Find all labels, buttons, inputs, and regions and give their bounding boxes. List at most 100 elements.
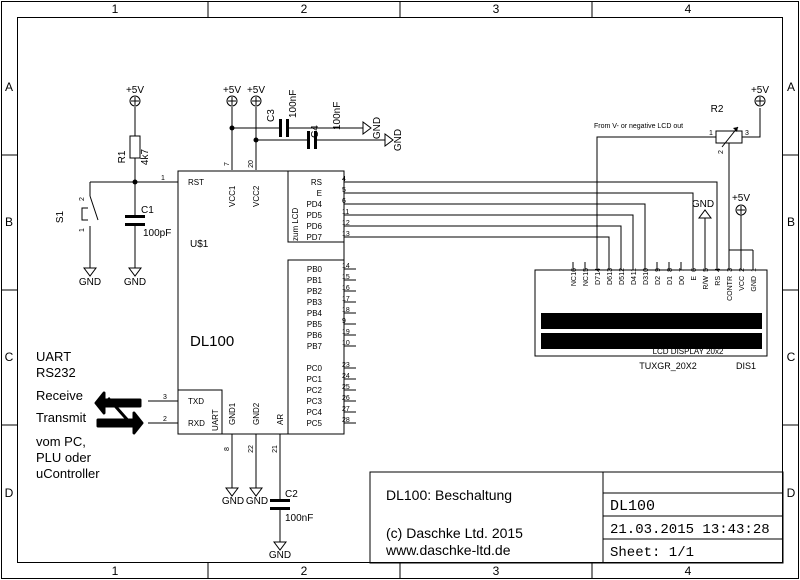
lcd-pin-number: 7 bbox=[679, 268, 686, 272]
frame-row-c-left: C bbox=[5, 350, 14, 364]
r1-value: 4k7 bbox=[140, 149, 151, 166]
ic-pin-number: 24 bbox=[342, 373, 350, 380]
ic-dl100: U$1 DL100 zum LCD UART RST1TXD3RXD2VCC17… bbox=[161, 160, 350, 453]
c4-name: C4 bbox=[310, 125, 321, 138]
potentiometer-r2: R2 From V- or negative LCD out 1 3 2 bbox=[594, 104, 749, 155]
wires bbox=[89, 107, 761, 542]
resistor-r1: R1 4k7 bbox=[117, 135, 151, 166]
ic-pin-number: 8 bbox=[224, 447, 231, 451]
ic-pin-label: PC4 bbox=[306, 408, 322, 417]
capacitor-c1: C1 100pF bbox=[125, 205, 171, 239]
ic-pin-label: PB0 bbox=[307, 265, 323, 274]
ic-pin-number: 2 bbox=[163, 416, 167, 423]
transmit-label: Transmit bbox=[36, 410, 86, 425]
ic-name: DL100 bbox=[190, 333, 234, 350]
lcd-pin-number: 1 bbox=[751, 268, 758, 272]
lcd-pin-label: D4 bbox=[631, 276, 638, 285]
lcd-ref: DIS1 bbox=[736, 361, 756, 371]
gnd-symbol-rw: GND bbox=[692, 199, 714, 219]
r2-pin3: 3 bbox=[745, 130, 749, 137]
transmit-arrow-icon bbox=[96, 411, 144, 435]
title-block-title: DL100: Beschaltung bbox=[386, 487, 512, 503]
ic-pin-number: 9 bbox=[342, 318, 346, 325]
ic-pin-label: RXD bbox=[188, 419, 205, 428]
r2-note: From V- or negative LCD out bbox=[594, 123, 683, 130]
title-block-datetime: 21.03.2015 13:43:28 bbox=[610, 522, 770, 538]
gnd-symbol-c3: GND bbox=[362, 117, 383, 139]
source-line-2: PLU oder bbox=[36, 450, 92, 465]
c3-name: C3 bbox=[266, 109, 277, 122]
ic-uart-group-label: UART bbox=[211, 409, 220, 431]
ic-pin-label: PB3 bbox=[307, 298, 323, 307]
c3-value: 100nF bbox=[288, 90, 299, 118]
ic-pin-label: E bbox=[317, 189, 322, 198]
ic-pin-number: 20 bbox=[248, 160, 255, 168]
ic-pin-number: 19 bbox=[342, 329, 350, 336]
ic-pin-label: PC1 bbox=[306, 375, 322, 384]
ic-pin-number: 27 bbox=[342, 406, 350, 413]
ic-pin-number: 15 bbox=[342, 274, 350, 281]
frame-row-c-right: C bbox=[787, 350, 796, 364]
title-block-url: www.daschke-ltd.de bbox=[385, 542, 511, 558]
vplus-label: +5V bbox=[223, 85, 241, 96]
ic-pin-label: PD5 bbox=[306, 211, 322, 220]
vplus-symbol-vcc1: +5V bbox=[223, 85, 241, 107]
ic-pin-number: 14 bbox=[342, 263, 350, 270]
lcd-pin-label: D2 bbox=[655, 276, 662, 285]
ic-pin-number: 17 bbox=[342, 296, 350, 303]
lcd-pin-label: CONTR bbox=[727, 276, 734, 301]
frame-col-1-bottom: 1 bbox=[112, 564, 119, 578]
frame-col-2-bottom: 2 bbox=[301, 564, 308, 578]
lcd-pin-label: D3 bbox=[643, 276, 650, 285]
lcd-pin-label: D5 bbox=[619, 276, 626, 285]
ic-pin-label: PB7 bbox=[307, 342, 323, 351]
r2-pin2: 2 bbox=[718, 150, 725, 154]
lcd-pin-number: 14 bbox=[595, 268, 602, 276]
lcd-pin-label: D0 bbox=[679, 276, 686, 285]
ic-pin-label: PD4 bbox=[306, 200, 322, 209]
vplus-symbol-lcd: +5V bbox=[732, 193, 750, 216]
ic-pin-number: 1 bbox=[161, 175, 165, 182]
r2-name: R2 bbox=[711, 104, 724, 115]
frame-col-3-bottom: 3 bbox=[493, 564, 500, 578]
vplus-symbol-vcc2: +5V bbox=[247, 85, 265, 107]
ic-pin-label: VCC1 bbox=[228, 185, 237, 207]
switch-s1: S1 1 2 bbox=[55, 195, 99, 232]
frame-row-a-left: A bbox=[5, 80, 13, 94]
r1-name: R1 bbox=[117, 150, 128, 163]
gnd-label: GND bbox=[79, 277, 101, 288]
ic-pin-number: 22 bbox=[248, 445, 255, 453]
frame-row-b-right: B bbox=[787, 215, 795, 229]
ic-pin-number: 23 bbox=[342, 362, 350, 369]
lcd-pin-number: 2 bbox=[739, 268, 746, 272]
gnd-symbol-gnd2: GND bbox=[246, 487, 268, 507]
ic-pin-label: PD6 bbox=[306, 222, 322, 231]
ic-pin-label: TXD bbox=[188, 397, 204, 406]
lcd-pin-label: NC bbox=[571, 276, 578, 286]
ic-pin-label: GND1 bbox=[228, 402, 237, 425]
lcd-pin-number: 4 bbox=[715, 268, 722, 272]
c2-value: 100nF bbox=[285, 513, 313, 524]
frame-col-4-top: 4 bbox=[685, 2, 692, 16]
ic-pin-number: 5 bbox=[342, 187, 346, 194]
lcd-pin-number: 11 bbox=[631, 268, 638, 275]
gnd-label: GND bbox=[124, 277, 146, 288]
frame-col-2-top: 2 bbox=[301, 2, 308, 16]
c1-value: 100pF bbox=[143, 228, 171, 239]
lcd-pin-number: 12 bbox=[619, 268, 626, 276]
lcd-pin-label: D7 bbox=[595, 276, 602, 285]
lcd-pin-number: 9 bbox=[655, 268, 662, 272]
lcd-pin-label: D6 bbox=[607, 276, 614, 285]
ic-ref: U$1 bbox=[190, 239, 209, 250]
lcd-pin-label: R/W bbox=[703, 276, 710, 290]
frame-col-4-bottom: 4 bbox=[685, 564, 692, 578]
lcd-pin-layer: 16NC15NC14D713D612D511D410D39D28D17D06E5… bbox=[571, 262, 758, 301]
ic-pin-number: 6 bbox=[342, 198, 346, 205]
title-block-sheet: Sheet: 1/1 bbox=[610, 545, 694, 561]
ic-pin-label: PC2 bbox=[306, 386, 322, 395]
ic-pin-label: PC3 bbox=[306, 397, 322, 406]
ic-pin-number: 18 bbox=[342, 307, 350, 314]
lcd-pin-label: D1 bbox=[667, 276, 674, 285]
vplus-label: +5V bbox=[751, 85, 769, 96]
